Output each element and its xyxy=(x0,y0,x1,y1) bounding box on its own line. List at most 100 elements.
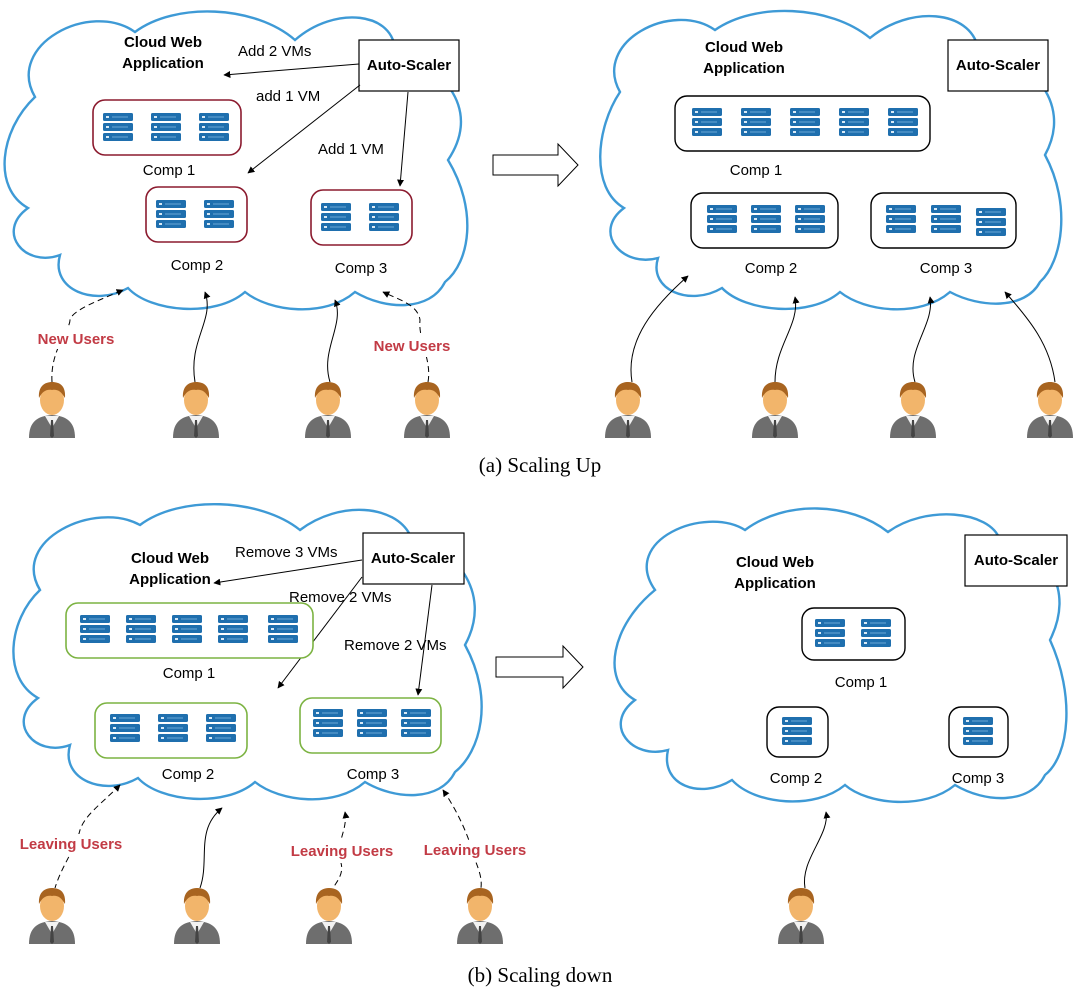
user-label: Leaving Users xyxy=(291,843,394,860)
server-icon xyxy=(80,615,110,643)
server-icon xyxy=(741,108,771,136)
user-label: New Users xyxy=(38,331,115,348)
caption-scaling-down: (b) Scaling down xyxy=(468,963,613,987)
server-icon xyxy=(204,200,234,228)
server-icon xyxy=(888,108,918,136)
server-icon xyxy=(268,615,298,643)
user-icon xyxy=(778,888,824,944)
component-label: Comp 2 xyxy=(171,257,224,274)
component-label: Comp 3 xyxy=(952,770,1005,787)
user-connection xyxy=(442,789,482,889)
server-icon xyxy=(976,208,1006,236)
component-label: Comp 3 xyxy=(920,260,973,277)
component-label: Comp 3 xyxy=(335,260,388,277)
label-background xyxy=(364,335,460,357)
server-icon xyxy=(103,113,133,141)
component-label: Comp 1 xyxy=(143,162,196,179)
user-connection xyxy=(803,811,831,889)
server-icon xyxy=(401,709,431,737)
user-connection xyxy=(630,275,689,383)
component-label: Comp 2 xyxy=(162,766,215,783)
user-connection xyxy=(774,296,800,383)
down-before-panel: Cloud Web Application Auto-Scaler Remove… xyxy=(12,503,534,944)
autoscaler-box xyxy=(964,534,1068,587)
action-label: Add 1 VM xyxy=(318,141,384,158)
user-icon xyxy=(404,382,450,438)
cloud-title-line1: Cloud Web xyxy=(124,34,202,51)
user-icon xyxy=(457,888,503,944)
autoscaler-box xyxy=(362,532,465,585)
server-icon xyxy=(218,615,248,643)
action-arrow xyxy=(223,63,360,78)
server-icon xyxy=(321,203,351,231)
autoscaler-label: Auto-Scaler xyxy=(367,57,451,74)
server-icon xyxy=(172,615,202,643)
cloud-title-line1: Cloud Web xyxy=(705,39,783,56)
action-arrow xyxy=(397,91,409,187)
user-icon xyxy=(1027,382,1073,438)
user-connection xyxy=(51,289,124,383)
server-icon xyxy=(126,615,156,643)
cloud-title-line2: Application xyxy=(703,60,785,77)
component-label: Comp 3 xyxy=(347,766,400,783)
label-background xyxy=(283,841,401,863)
user-connection xyxy=(382,291,430,383)
cloud-title-line2: Application xyxy=(734,575,816,592)
component-label: Comp 2 xyxy=(745,260,798,277)
server-icon xyxy=(861,619,891,647)
user-icon xyxy=(605,382,651,438)
action-arrow xyxy=(213,559,363,586)
cloud-title-line1: Cloud Web xyxy=(131,550,209,567)
server-icon xyxy=(206,714,236,742)
server-icon xyxy=(815,619,845,647)
user-label: Leaving Users xyxy=(20,836,123,853)
server-icon xyxy=(931,205,961,233)
up-after-panel: Cloud Web Application Auto-Scaler Comp 1… xyxy=(599,9,1073,438)
server-icon xyxy=(707,205,737,233)
action-arrow xyxy=(415,584,433,696)
component-label: Comp 1 xyxy=(730,162,783,179)
action-label: Remove 2 VMs xyxy=(344,637,447,654)
label-background xyxy=(12,834,130,856)
user-icon xyxy=(173,382,219,438)
server-icon xyxy=(782,717,812,745)
autoscaler-label: Auto-Scaler xyxy=(956,57,1040,74)
user-connection xyxy=(912,296,935,383)
component-label: Comp 1 xyxy=(835,674,888,691)
user-icon xyxy=(29,382,75,438)
component-label: Comp 2 xyxy=(770,770,823,787)
autoscaler-label: Auto-Scaler xyxy=(974,552,1058,569)
action-arrow xyxy=(247,84,361,174)
server-icon xyxy=(963,717,993,745)
server-icon xyxy=(158,714,188,742)
server-icon xyxy=(313,709,343,737)
server-icon xyxy=(151,113,181,141)
label-background xyxy=(416,840,534,862)
user-label: New Users xyxy=(374,338,451,355)
server-icon xyxy=(199,113,229,141)
user-connection xyxy=(332,811,350,889)
autoscaler-label: Auto-Scaler xyxy=(371,550,455,567)
user-connection xyxy=(327,299,341,383)
component-label: Comp 1 xyxy=(163,665,216,682)
action-label: Remove 2 VMs xyxy=(289,589,392,606)
user-connection xyxy=(199,807,223,889)
arrow-right-icon xyxy=(492,142,579,188)
server-icon xyxy=(369,203,399,231)
label-background xyxy=(28,327,124,349)
user-icon xyxy=(29,888,75,944)
user-label: Leaving Users xyxy=(424,842,527,859)
server-icon xyxy=(110,714,140,742)
server-icon xyxy=(795,205,825,233)
down-after-panel: Cloud Web Application Auto-Scaler Comp 1… xyxy=(613,507,1068,944)
action-label: Remove 3 VMs xyxy=(235,544,338,561)
server-icon xyxy=(839,108,869,136)
user-icon xyxy=(306,888,352,944)
server-icon xyxy=(156,200,186,228)
server-icon xyxy=(692,108,722,136)
server-icon xyxy=(357,709,387,737)
user-connection xyxy=(1004,291,1056,383)
user-icon xyxy=(890,382,936,438)
user-icon xyxy=(174,888,220,944)
